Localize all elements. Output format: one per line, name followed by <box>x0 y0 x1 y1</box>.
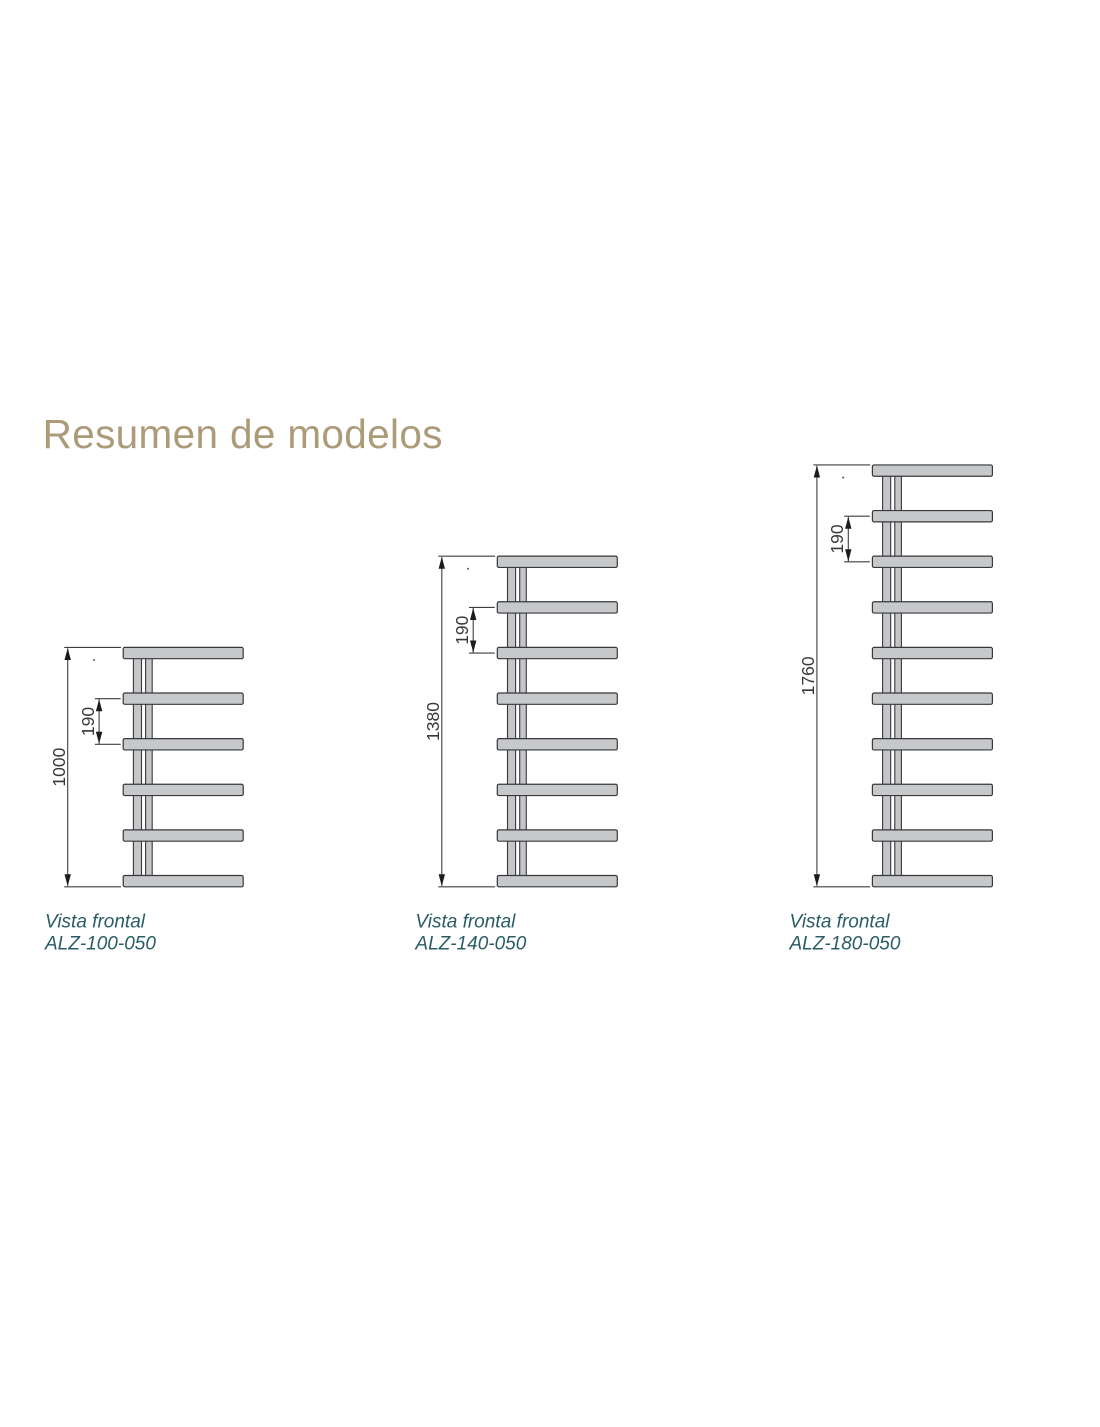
svg-text:Vista frontal: Vista frontal <box>45 911 146 932</box>
svg-text:ALZ-140-050: ALZ-140-050 <box>414 933 526 954</box>
svg-text:ALZ-180-050: ALZ-180-050 <box>789 933 901 954</box>
svg-text:Vista frontal: Vista frontal <box>790 911 891 932</box>
svg-text:190: 190 <box>827 524 847 553</box>
svg-text:ALZ-100-050: ALZ-100-050 <box>44 933 156 954</box>
svg-text:190: 190 <box>452 615 472 644</box>
svg-text:Resumen de modelos: Resumen de modelos <box>43 411 443 457</box>
svg-text:1760: 1760 <box>798 656 818 695</box>
svg-text:Vista frontal: Vista frontal <box>415 911 516 932</box>
svg-text:1000: 1000 <box>49 747 69 786</box>
svg-text:190: 190 <box>78 707 98 736</box>
svg-text:1380: 1380 <box>423 702 443 741</box>
